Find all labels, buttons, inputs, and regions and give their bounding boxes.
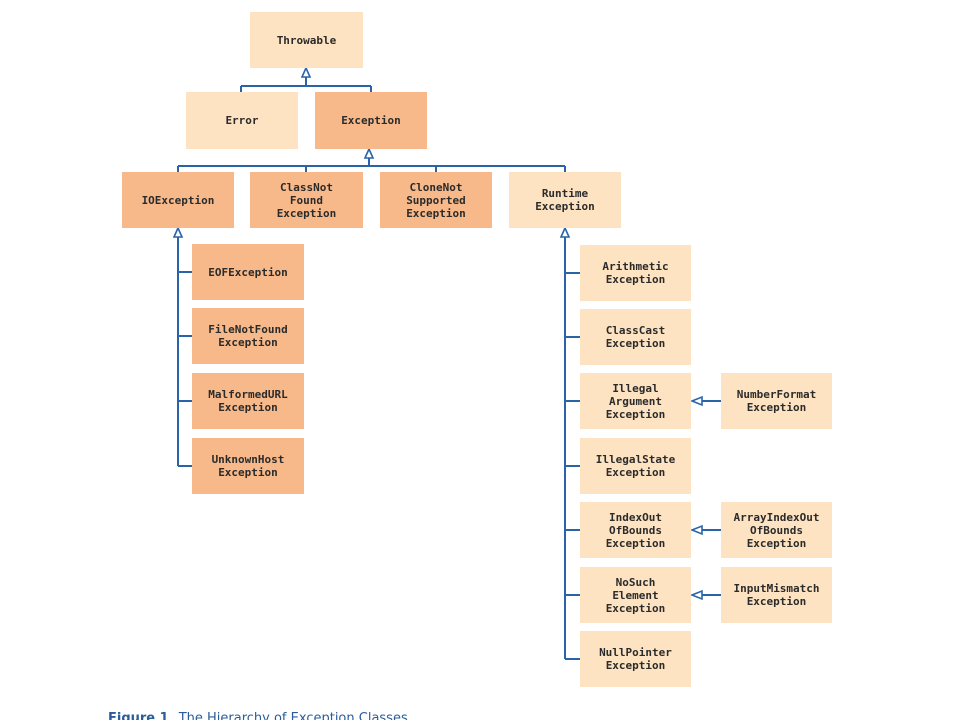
node-classcast: ClassCast Exception [580, 309, 691, 365]
node-throwable: Throwable [250, 12, 363, 68]
node-nullpointer: NullPointer Exception [580, 631, 691, 687]
node-error: Error [186, 92, 298, 149]
node-inputmismatch: InputMismatch Exception [721, 567, 832, 623]
connector-ioexception-children [177, 236, 192, 467]
figure-number: Figure 1 [108, 711, 169, 720]
figure-caption: Figure 1 The Hierarchy of Exception Class… [108, 710, 708, 720]
node-ioexception: IOException [122, 172, 234, 228]
node-exception: Exception [315, 92, 427, 149]
arrowhead-nosuchelement [689, 589, 703, 601]
arrowhead-throwable [300, 66, 312, 78]
connector-exception-children [177, 158, 566, 172]
node-arithmetic: Arithmetic Exception [580, 245, 691, 301]
connector-runtime-children [564, 236, 580, 660]
arrowhead-exception [363, 147, 375, 159]
arrowhead-runtime [559, 226, 571, 238]
figure-title: The Hierarchy of Exception Classes [178, 711, 408, 720]
node-clonenotsupported: CloneNot Supported Exception [380, 172, 492, 228]
node-nosuchelement: NoSuch Element Exception [580, 567, 691, 623]
connector-throwable-children [240, 76, 372, 92]
node-illegalstate: IllegalState Exception [580, 438, 691, 494]
node-malformedurl: MalformedURL Exception [192, 373, 304, 429]
node-unknownhost: UnknownHost Exception [192, 438, 304, 494]
node-arrayindexoutofbounds: ArrayIndexOut OfBounds Exception [721, 502, 832, 558]
node-classnotfound: ClassNot Found Exception [250, 172, 363, 228]
node-eof: EOFException [192, 244, 304, 300]
node-filenotfound: FileNotFound Exception [192, 308, 304, 364]
node-runtime: Runtime Exception [509, 172, 621, 228]
arrowhead-ioexception [172, 226, 184, 238]
node-illegalargument: Illegal Argument Exception [580, 373, 691, 429]
arrowhead-indexoutofbounds [689, 524, 703, 536]
node-numberformat: NumberFormat Exception [721, 373, 832, 429]
arrowhead-illegalargument [689, 395, 703, 407]
node-indexoutofbounds: IndexOut OfBounds Exception [580, 502, 691, 558]
